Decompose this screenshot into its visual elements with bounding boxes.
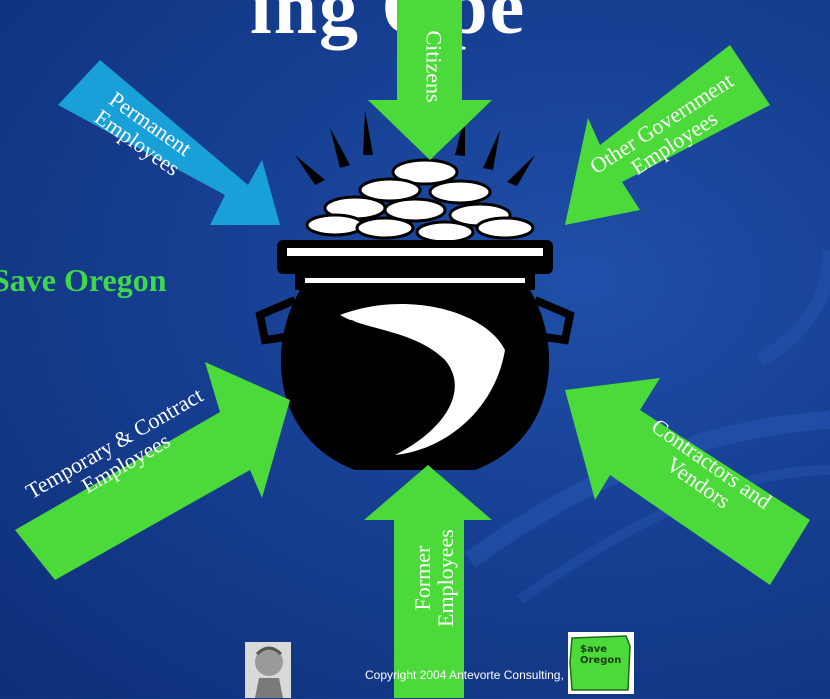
save-oregon-label: Save Oregon (0, 262, 167, 298)
oregon-map-icon (568, 632, 634, 694)
arrow-contractors (565, 378, 810, 585)
arrow-former (364, 465, 492, 698)
arrow-other-gov (565, 45, 770, 225)
arrow-label-citizens: Citizens (421, 30, 447, 103)
antevorte-logo-icon (245, 642, 291, 698)
arrow-temporary (15, 362, 290, 580)
slide-title-fragment: ing Ope (250, 0, 527, 50)
arrow-citizens (368, 0, 492, 160)
copyright-text: Copyright 2004 Antevorte Consulting, LLC (365, 668, 590, 682)
pot-of-gold-icon (255, 110, 575, 470)
arrow-permanent (58, 60, 280, 225)
